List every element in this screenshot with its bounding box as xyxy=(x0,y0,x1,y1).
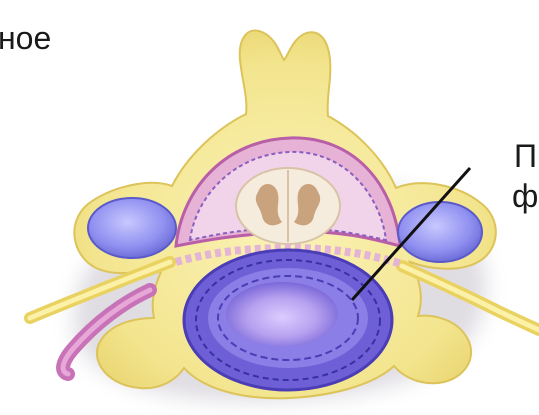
label-right-fragment-line2: ф xyxy=(512,180,538,212)
spinal-cord xyxy=(236,168,340,244)
facet-joint-left xyxy=(88,198,176,258)
facet-joint-right xyxy=(398,202,482,262)
label-right-fragment-line1: П xyxy=(514,140,537,172)
label-left-fragment: ное xyxy=(0,22,51,54)
intervertebral-disc xyxy=(184,250,392,390)
nucleus-pulposus xyxy=(226,282,338,346)
